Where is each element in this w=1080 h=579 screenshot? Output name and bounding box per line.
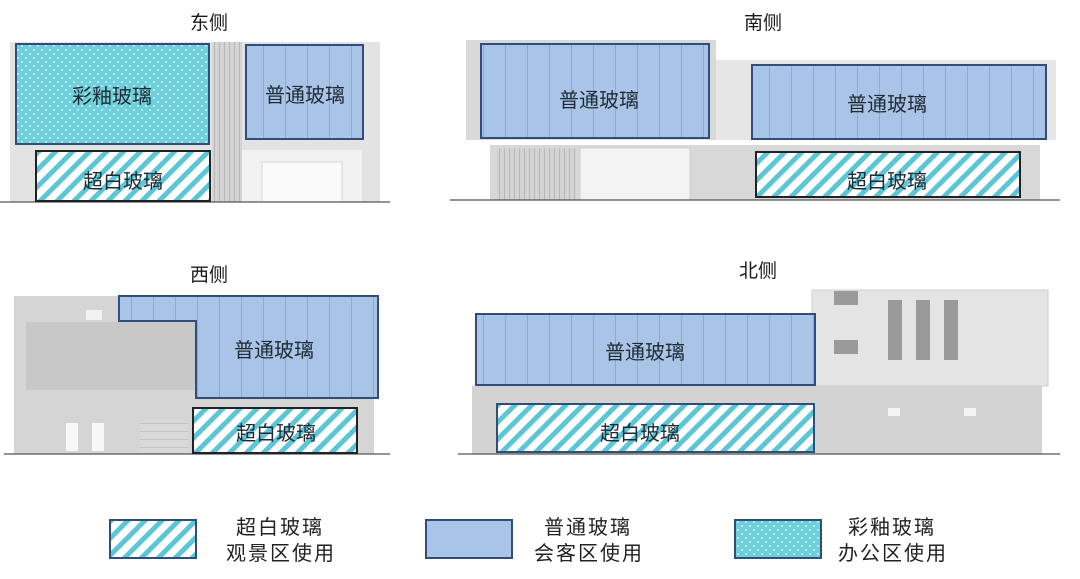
south-ultra-white-panel <box>755 151 1021 198</box>
south-ordinary-panel-left <box>480 43 710 139</box>
west-ordinary-panel <box>118 295 379 399</box>
legend-colored-glaze-name: 彩釉玻璃 <box>848 515 936 539</box>
legend-ultra-white-usage: 观景区使用 <box>226 541 336 565</box>
north-window <box>916 300 930 360</box>
west-ultra-white-panel <box>192 407 358 454</box>
south-elevation: 普通玻璃 普通玻璃 超白玻璃 <box>450 40 1060 201</box>
west-elevation: 普通玻璃 超白玻璃 <box>4 295 390 455</box>
north-ultra-white-label: 超白玻璃 <box>600 421 680 445</box>
east-title: 东侧 <box>190 12 229 34</box>
east-colored-glaze-panel <box>15 43 210 145</box>
south-ultra-white-label: 超白玻璃 <box>847 169 927 193</box>
east-vertical-slats <box>212 42 242 202</box>
west-door-right <box>92 423 104 451</box>
west-title: 西侧 <box>190 264 229 286</box>
legend-ultra-white-swatch <box>109 519 197 559</box>
north-window <box>834 291 858 305</box>
east-ultra-white-label: 超白玻璃 <box>83 169 163 193</box>
west-door-left <box>66 423 78 451</box>
legend-ultra-white-name: 超白玻璃 <box>236 515 324 539</box>
east-elevation: 彩釉玻璃 普通玻璃 超白玻璃 <box>0 42 390 203</box>
legend-ultra-white: 超白玻璃 观景区使用 <box>226 514 336 566</box>
north-window <box>834 340 858 354</box>
legend-colored-glaze: 彩釉玻璃 办公区使用 <box>838 514 948 566</box>
north-window <box>888 300 902 360</box>
north-ordinary-panel <box>475 313 816 386</box>
south-ordinary-label-left: 普通玻璃 <box>559 88 639 112</box>
east-ordinary-label: 普通玻璃 <box>265 83 345 107</box>
legend-ordinary: 普通玻璃 会客区使用 <box>534 514 644 566</box>
east-ultra-white-panel <box>35 150 211 202</box>
legend-ordinary-name: 普通玻璃 <box>544 515 632 539</box>
south-ordinary-panel-right <box>751 64 1047 140</box>
legend-ordinary-usage: 会客区使用 <box>534 541 644 565</box>
south-title: 南侧 <box>744 12 783 34</box>
south-ordinary-label-right: 普通玻璃 <box>847 92 927 116</box>
west-wall-panel <box>26 322 196 390</box>
north-title: 北侧 <box>739 260 778 282</box>
north-window <box>888 408 900 416</box>
east-colored-glaze-label: 彩釉玻璃 <box>72 84 152 108</box>
north-ultra-white-panel <box>496 403 815 453</box>
north-ordinary-label: 普通玻璃 <box>605 340 685 364</box>
west-ordinary-label: 普通玻璃 <box>234 338 314 362</box>
west-ultra-white-label: 超白玻璃 <box>236 421 316 445</box>
north-window <box>944 300 958 360</box>
south-entrance <box>579 147 691 201</box>
legend-colored-glaze-usage: 办公区使用 <box>838 541 948 565</box>
west-small-window <box>86 310 102 320</box>
legend-ordinary-swatch <box>425 519 513 559</box>
east-entrance-door <box>261 161 343 203</box>
east-ordinary-panel <box>245 44 364 140</box>
north-elevation: 普通玻璃 超白玻璃 <box>458 289 1060 455</box>
west-steps <box>140 420 188 452</box>
north-window <box>964 408 976 416</box>
legend-colored-glaze-swatch <box>734 519 822 559</box>
south-slats <box>496 148 576 200</box>
